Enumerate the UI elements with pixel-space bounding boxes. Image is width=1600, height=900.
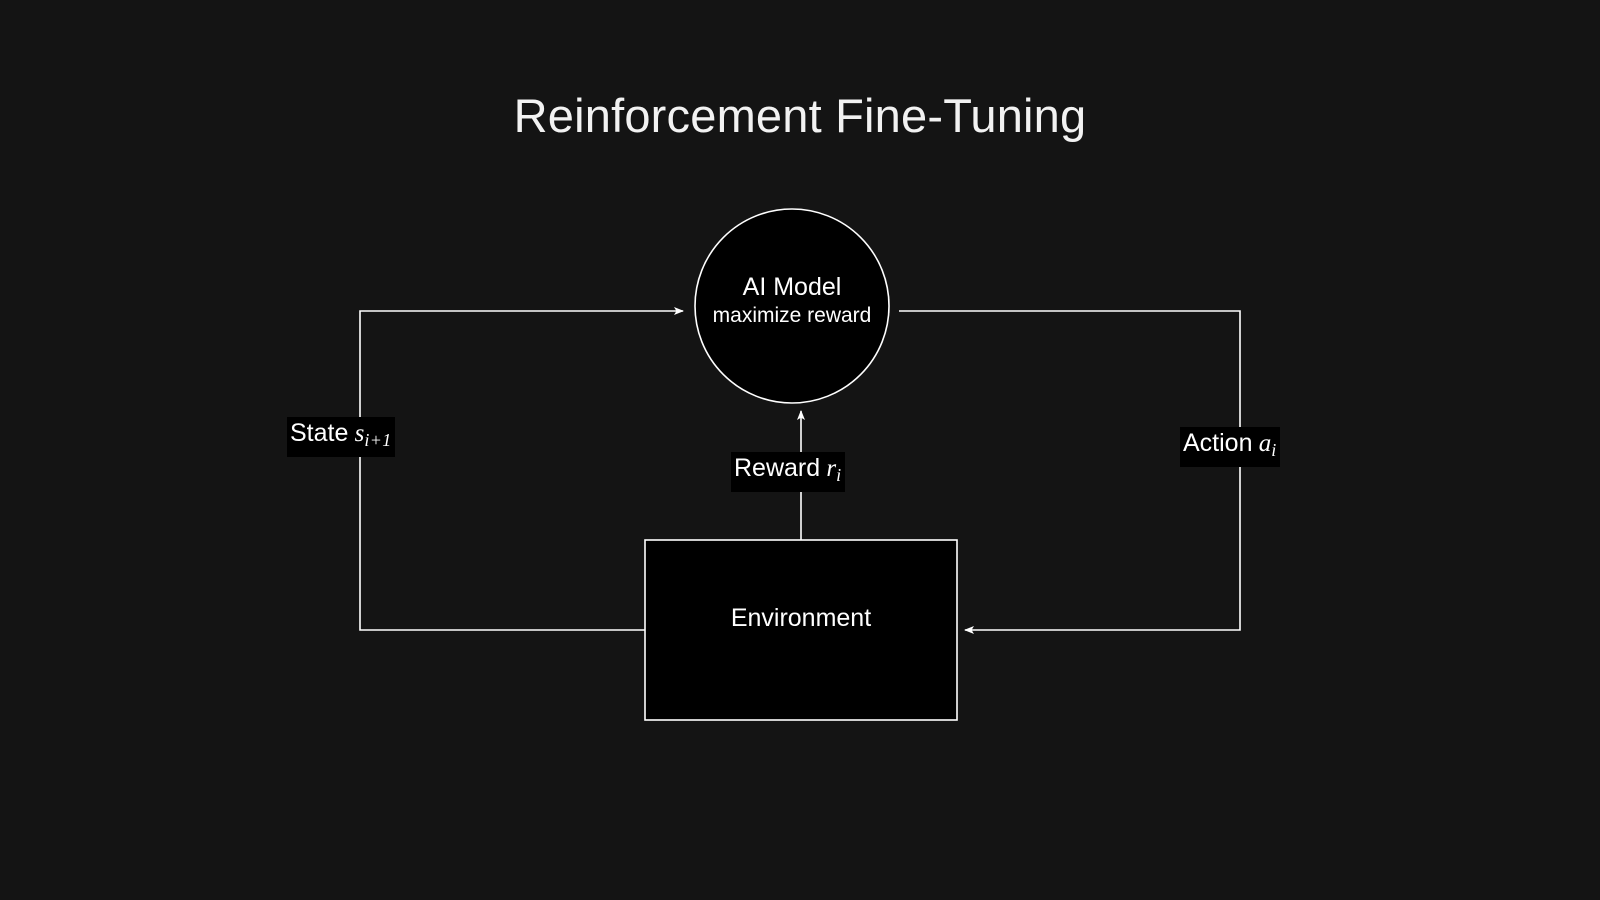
edge-label-state-text: State bbox=[290, 419, 349, 447]
edge-label-action-math: ai bbox=[1252, 430, 1277, 461]
edge-label-state-math: si+1 bbox=[348, 420, 392, 451]
edge-label-reward: Reward ri bbox=[731, 452, 845, 493]
page-title: Reinforcement Fine-Tuning bbox=[513, 89, 1087, 142]
edge-label-action-text: Action bbox=[1183, 429, 1253, 457]
edge-label-state-symbol: s bbox=[354, 420, 365, 447]
edge-state bbox=[359, 307, 684, 631]
node-ai-model bbox=[694, 208, 890, 404]
node-ai-model-title: AI Model bbox=[742, 273, 842, 301]
node-environment-title: Environment bbox=[730, 604, 872, 632]
edge-label-action-symbol: a bbox=[1258, 430, 1272, 457]
edge-label-state-subscript: i+1 bbox=[364, 430, 392, 451]
edge-action bbox=[899, 310, 1241, 634]
edge-label-reward-math: ri bbox=[820, 455, 842, 486]
edge-label-action-subscript: i bbox=[1271, 440, 1277, 461]
edge-label-reward-text: Reward bbox=[734, 454, 821, 482]
edge-label-reward-subscript: i bbox=[836, 465, 842, 486]
node-environment bbox=[644, 539, 958, 721]
edge-label-action: Action ai bbox=[1180, 427, 1280, 468]
edge-label-reward-symbol: r bbox=[826, 455, 837, 482]
edge-label-state: State si+1 bbox=[287, 417, 395, 458]
node-ai-model-subtitle: maximize reward bbox=[712, 304, 872, 327]
